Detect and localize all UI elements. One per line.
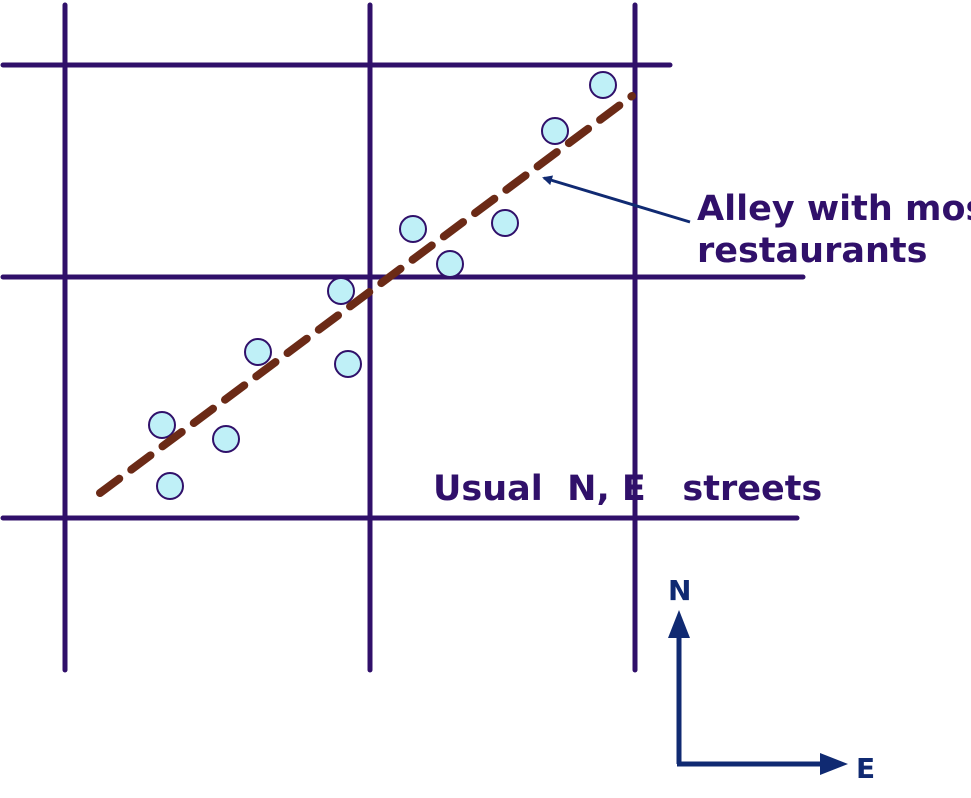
alley-pointer-arrow [542,175,691,224]
restaurant-markers [148,71,617,500]
compass-east-arrowhead [820,753,848,775]
restaurant-marker-1 [589,71,617,99]
alley-label-line-1: Alley with most [697,189,971,229]
streets-label: Usual N, E streets [433,469,822,509]
alley-dashed-line [96,92,636,497]
compass-east-label: E [856,752,875,785]
compass: N E [668,574,875,785]
street-grid [0,2,806,673]
restaurant-marker-3 [399,215,427,243]
compass-north-arrowhead [668,610,690,638]
restaurant-marker-9 [148,411,176,439]
restaurant-marker-4 [491,209,519,237]
restaurant-marker-8 [334,350,362,378]
restaurant-marker-11 [156,472,184,500]
restaurant-marker-10 [212,425,240,453]
alley-label-line-2: restaurants [697,231,927,271]
restaurant-marker-2 [541,117,569,145]
restaurant-marker-7 [244,338,272,366]
compass-north-label: N [668,574,691,607]
restaurant-marker-5 [436,250,464,278]
restaurant-marker-6 [327,277,355,305]
